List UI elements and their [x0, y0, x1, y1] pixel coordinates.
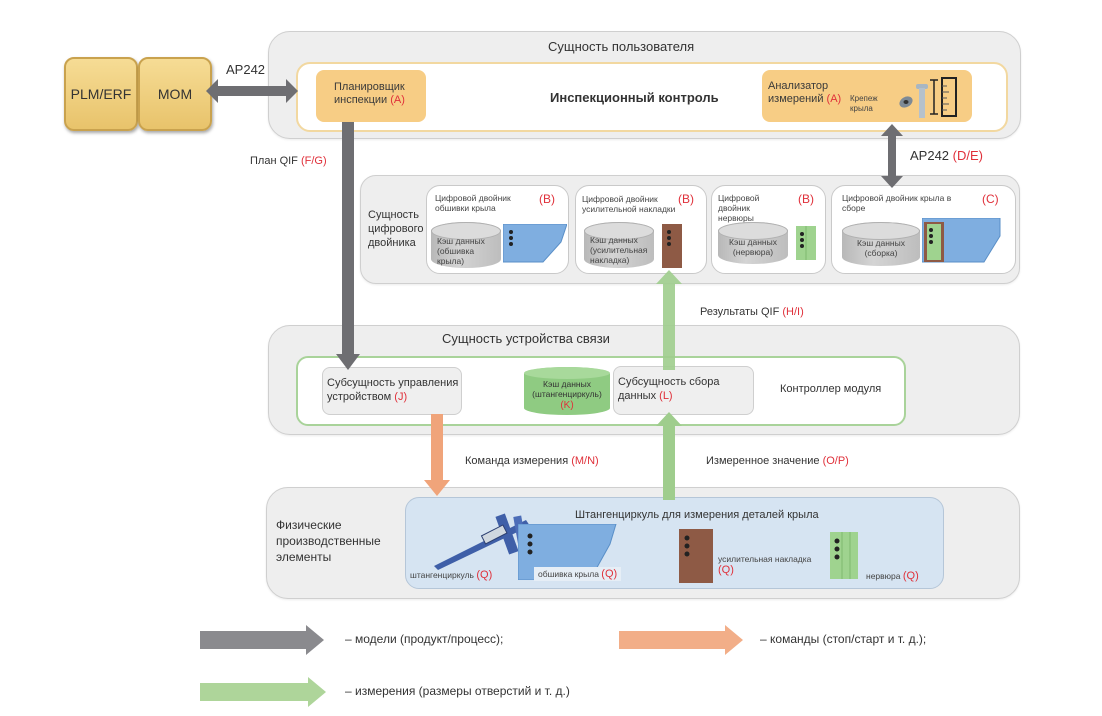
plm-erf-label: PLM/ERF [70, 86, 132, 102]
rib-icon [796, 226, 816, 260]
wing-skin-part-icon [518, 524, 617, 580]
twin-title: Цифровой двойник обшивки крыла [435, 193, 511, 213]
legend-models-arrow [200, 625, 324, 655]
ap242-de-label: AP242 (D/E) [910, 148, 984, 163]
analyzer-label: Анализатор измерений [768, 80, 829, 105]
data-cache-cylinder: Кэш данных (усилительная накладка) [584, 222, 654, 268]
data-collection-subentity: Субсущность сбора данных (L) [613, 366, 754, 415]
fastener-ruler-icon [899, 77, 957, 118]
mom-label: MOM [157, 86, 193, 102]
comm-entity-title: Сущность устройства связи [442, 331, 610, 346]
planner-label: Планировщик инспекции [334, 81, 405, 106]
caliper-label: штангенциркуль (Q) [410, 569, 493, 581]
data-cache-cylinder: Кэш данных (сборка) [842, 222, 920, 266]
qif-plan-arrow [336, 122, 360, 370]
caliper-data-cache: Кэш данных (штангенциркуль) (K) [524, 367, 610, 415]
wing-skin-icon [503, 224, 567, 263]
twin-title: Цифровой двойник усилительной накладки [582, 194, 676, 214]
measure-command-arrow [424, 414, 450, 496]
measurement-analyzer: Анализатор измерений (A) Крепеж крыла [762, 70, 972, 122]
module-controller-label: Контроллер модуля [780, 383, 882, 395]
twin-tag: (B) [798, 192, 814, 206]
measured-value-arrow [656, 412, 682, 500]
ap242-de-bidirectional-arrow [881, 124, 903, 188]
twin-tag: (B) [678, 192, 694, 206]
physical-entity-title: Физические производственные элементы [276, 518, 381, 564]
twin-reinforcement-plate: Цифровой двойник усилительной накладки (… [575, 185, 707, 274]
wing-assembly-icon [922, 218, 1001, 263]
qif-plan-label: План QIF (F/G) [250, 155, 327, 167]
wing-skin-label: обшивка крыла (Q) [534, 567, 622, 581]
legend-measurements-arrow [200, 677, 326, 707]
legend-measurements-text: – измерения (размеры отверстий и т. д.) [345, 684, 570, 698]
ap242-label: AP242 [226, 62, 266, 77]
caliper-box-title: Штангенциркуль для измерения деталей кры… [575, 509, 819, 521]
plm-erf-box: PLM/ERF [64, 57, 138, 131]
inspection-control-title: Инспекционный контроль [550, 90, 719, 105]
wing-fastener-label: Крепеж крыла [850, 94, 878, 113]
twin-title: Цифровой двойник нервюры [718, 193, 760, 223]
user-entity-title: Сущность пользователя [548, 39, 695, 54]
twin-wing-assembly: Цифровой двойник крыла в сборе (C) Кэш д… [831, 185, 1016, 274]
qif-results-label: Результаты QIF (H/I) [700, 306, 804, 318]
twin-title: Цифровой двойник крыла в сборе [842, 193, 952, 213]
twin-wing-skin: Цифровой двойник обшивки крыла (B) Кэш д… [426, 185, 569, 274]
digital-twin-title: Сущность цифрового двойника [368, 209, 424, 249]
inspection-planner: Планировщик инспекции (A) [316, 70, 426, 122]
reinforcement-plate-label: усилительная накладка(Q) [718, 554, 812, 576]
mom-box: MOM [138, 57, 212, 131]
rib-part-icon [830, 532, 858, 579]
measure-command-label: Команда измерения (M/N) [465, 455, 599, 467]
legend-models-text: – модели (продукт/процесс); [345, 632, 504, 646]
ap242-bidirectional-arrow [206, 79, 298, 103]
measured-value-label: Измеренное значение (O/P) [706, 455, 849, 467]
legend-commands-text: – команды (стоп/старт и т. д.); [760, 632, 927, 646]
planner-tag: (A) [390, 94, 405, 106]
device-control-subentity: Субсущность управления устройством (J) [322, 367, 462, 415]
qif-results-arrow [656, 270, 682, 370]
reinforcement-plate-icon [662, 224, 682, 268]
analyzer-tag: (A) [826, 93, 842, 105]
data-cache-cylinder: Кэш данных (обшивка крыла) [431, 222, 501, 268]
rib-label: нервюра (Q) [866, 570, 919, 582]
legend-commands-arrow [619, 625, 743, 655]
twin-tag: (B) [539, 192, 555, 206]
twin-tag: (C) [982, 192, 999, 206]
data-cache-cylinder: Кэш данных (нервюра) [718, 222, 788, 264]
reinforcement-plate-part-icon [679, 529, 713, 583]
twin-rib: Цифровой двойник нервюры (B) Кэш данных … [711, 185, 826, 274]
